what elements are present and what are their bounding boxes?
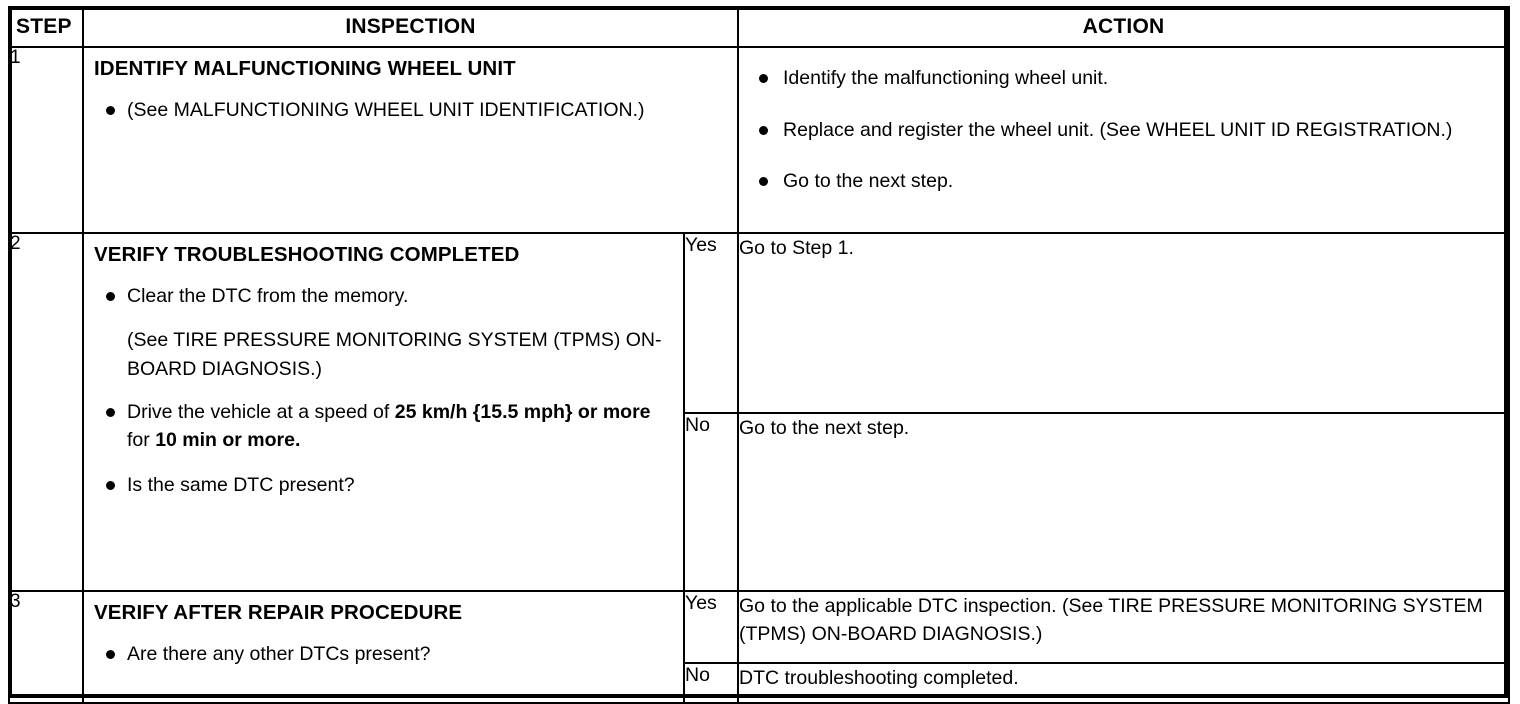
- inspection-bullet-text: Is the same DTC present?: [127, 473, 355, 496]
- list-item: Drive the vehicle at a speed of 25 km/h …: [94, 398, 673, 455]
- judgement-action-yes-3: Go to the applicable DTC inspection. (Se…: [737, 590, 1511, 664]
- inspection-bullet-text: Clear the DTC from the memory.: [127, 284, 409, 307]
- bullet-dot-icon: [106, 291, 115, 301]
- list-item: (See MALFUNCTIONING WHEEL UNIT IDENTIFIC…: [94, 96, 727, 125]
- inspection-cell-3: VERIFY AFTER REPAIR PROCEDURE Are there …: [82, 590, 685, 704]
- inspection-cell-1: IDENTIFY MALFUNCTIONING WHEEL UNIT (See …: [81, 46, 740, 234]
- table-row-step-2-yes: 2 VERIFY TROUBLESHOOTING COMPLETED Clear…: [8, 232, 1511, 592]
- list-item: Go to the next step.: [743, 167, 1498, 196]
- inspection-bullet-list-1: (See MALFUNCTIONING WHEEL UNIT IDENTIFIC…: [94, 96, 727, 125]
- bullet-dot-icon: [106, 407, 115, 417]
- list-item: Clear the DTC from the memory.: [94, 282, 673, 311]
- list-item: Replace and register the wheel unit. (Se…: [743, 116, 1498, 145]
- bullet-dot-icon: [759, 125, 769, 135]
- inspection-cell-2: VERIFY TROUBLESHOOTING COMPLETED Clear t…: [82, 232, 685, 592]
- step-number-2: 2: [8, 232, 84, 592]
- inspection-continuation-text-2: (See TIRE PRESSURE MONITORING SYSTEM (TP…: [127, 329, 662, 380]
- header-inspection: INSPECTION: [81, 6, 740, 48]
- judgement-action-no-2: Go to the next step.: [737, 412, 1511, 592]
- table-header-row: STEP INSPECTION ACTION: [8, 6, 1511, 48]
- inspection-bullet-list-2: Clear the DTC from the memory.: [94, 282, 673, 311]
- inspection-title-1: IDENTIFY MALFUNCTIONING WHEEL UNIT: [94, 57, 516, 80]
- action-bullet-text: Go to the next step.: [783, 170, 954, 193]
- judgement-label-yes-3: Yes: [682, 590, 740, 664]
- action-bullet-text: Identify the malfunctioning wheel unit.: [783, 67, 1109, 89]
- action-cell-1: Identify the malfunctioning wheel unit. …: [737, 46, 1511, 234]
- judgement-label-no-2: No: [682, 412, 740, 592]
- step-number-3: 3: [8, 590, 84, 704]
- bullet-dot-icon: [759, 74, 769, 84]
- action-bullet-text: Replace and register the wheel unit. (Se…: [783, 118, 1453, 141]
- table-row-step-1: 1 IDENTIFY MALFUNCTIONING WHEEL UNIT (Se…: [8, 46, 1511, 234]
- bullet-dot-icon: [106, 481, 115, 491]
- dtc-troubleshooting-table: STEP INSPECTION ACTION 1 IDENTIFY MALFUN…: [8, 6, 1511, 704]
- inspection-bullet-text-drive: Drive the vehicle at a speed of 25 km/h …: [127, 400, 651, 452]
- list-item: Identify the malfunctioning wheel unit.: [743, 64, 1498, 93]
- inspection-title-2: VERIFY TROUBLESHOOTING COMPLETED: [94, 243, 520, 266]
- judgement-label-no-3: No: [682, 662, 740, 704]
- judgement-action-yes-2: Go to Step 1.: [737, 232, 1511, 414]
- inspection-bullet-text: Are there any other DTCs present?: [127, 642, 431, 665]
- judgement-label-yes-2: Yes: [682, 232, 740, 414]
- header-action: ACTION: [737, 6, 1511, 48]
- bullet-dot-icon: [106, 649, 115, 659]
- list-item: Are there any other DTCs present?: [94, 640, 673, 669]
- table-row-step-2-no: No Go to the next step.: [9, 412, 1511, 592]
- inspection-bullet-list-3: Are there any other DTCs present?: [94, 640, 673, 669]
- header-step: STEP: [8, 6, 84, 48]
- list-item: Is the same DTC present?: [94, 471, 673, 500]
- inspection-title-3: VERIFY AFTER REPAIR PROCEDURE: [94, 601, 463, 624]
- inspection-bullet-text: (See MALFUNCTIONING WHEEL UNIT IDENTIFIC…: [127, 98, 645, 121]
- judgement-action-no-3: DTC troubleshooting completed.: [737, 662, 1511, 704]
- step-number-1: 1: [8, 46, 84, 234]
- action-bullet-list-1: Identify the malfunctioning wheel unit. …: [743, 64, 1498, 196]
- bullet-dot-icon: [759, 177, 769, 187]
- bullet-dot-icon: [106, 105, 115, 115]
- inspection-bullet-list-2b: Drive the vehicle at a speed of 25 km/h …: [94, 398, 673, 500]
- table-row-step-3-yes: 3 VERIFY AFTER REPAIR PROCEDURE Are ther…: [8, 590, 1511, 704]
